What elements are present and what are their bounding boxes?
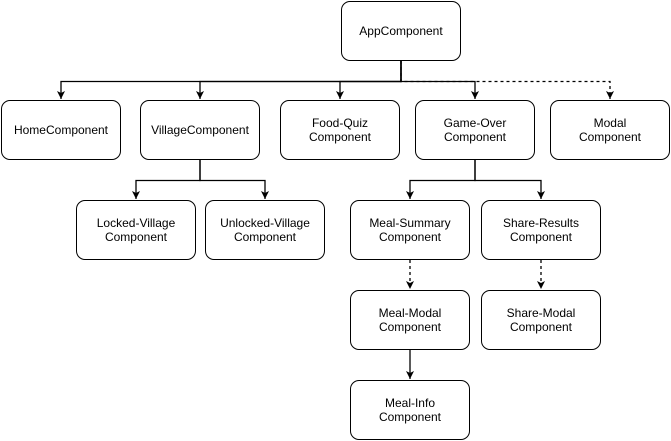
node-game-over-component[interactable]: Game-Over Component bbox=[415, 100, 535, 160]
connector-village-to-unlocked-village bbox=[199, 160, 269, 199]
node-food-quiz-component[interactable]: Food-Quiz Component bbox=[280, 100, 400, 160]
connector-village-to-locked-village bbox=[132, 160, 201, 199]
connector-app-to-home bbox=[57, 61, 402, 99]
connector-app-to-modal bbox=[400, 61, 614, 99]
connector-app-to-village bbox=[196, 61, 402, 99]
node-village-component[interactable]: VillageComponent bbox=[140, 100, 260, 160]
connector-app-to-game-over bbox=[400, 61, 479, 99]
connector-game-over-to-share-results bbox=[474, 160, 545, 199]
node-meal-modal-component[interactable]: Meal-Modal Component bbox=[350, 290, 470, 350]
node-meal-info-component[interactable]: Meal-Info Component bbox=[350, 380, 470, 440]
node-modal-component[interactable]: Modal Component bbox=[550, 100, 670, 160]
node-home-component[interactable]: HomeComponent bbox=[1, 100, 121, 160]
node-share-results-component[interactable]: Share-Results Component bbox=[481, 200, 601, 260]
node-share-modal-component[interactable]: Share-Modal Component bbox=[481, 290, 601, 350]
connector-game-over-to-meal-summary bbox=[406, 160, 476, 199]
node-meal-summary-component[interactable]: Meal-Summary Component bbox=[350, 200, 470, 260]
node-unlocked-village-component[interactable]: Unlocked-Village Component bbox=[205, 200, 325, 260]
connector-app-to-food-quiz bbox=[336, 61, 402, 99]
node-locked-village-component[interactable]: Locked-Village Component bbox=[76, 200, 196, 260]
node-app-component[interactable]: AppComponent bbox=[341, 1, 461, 61]
